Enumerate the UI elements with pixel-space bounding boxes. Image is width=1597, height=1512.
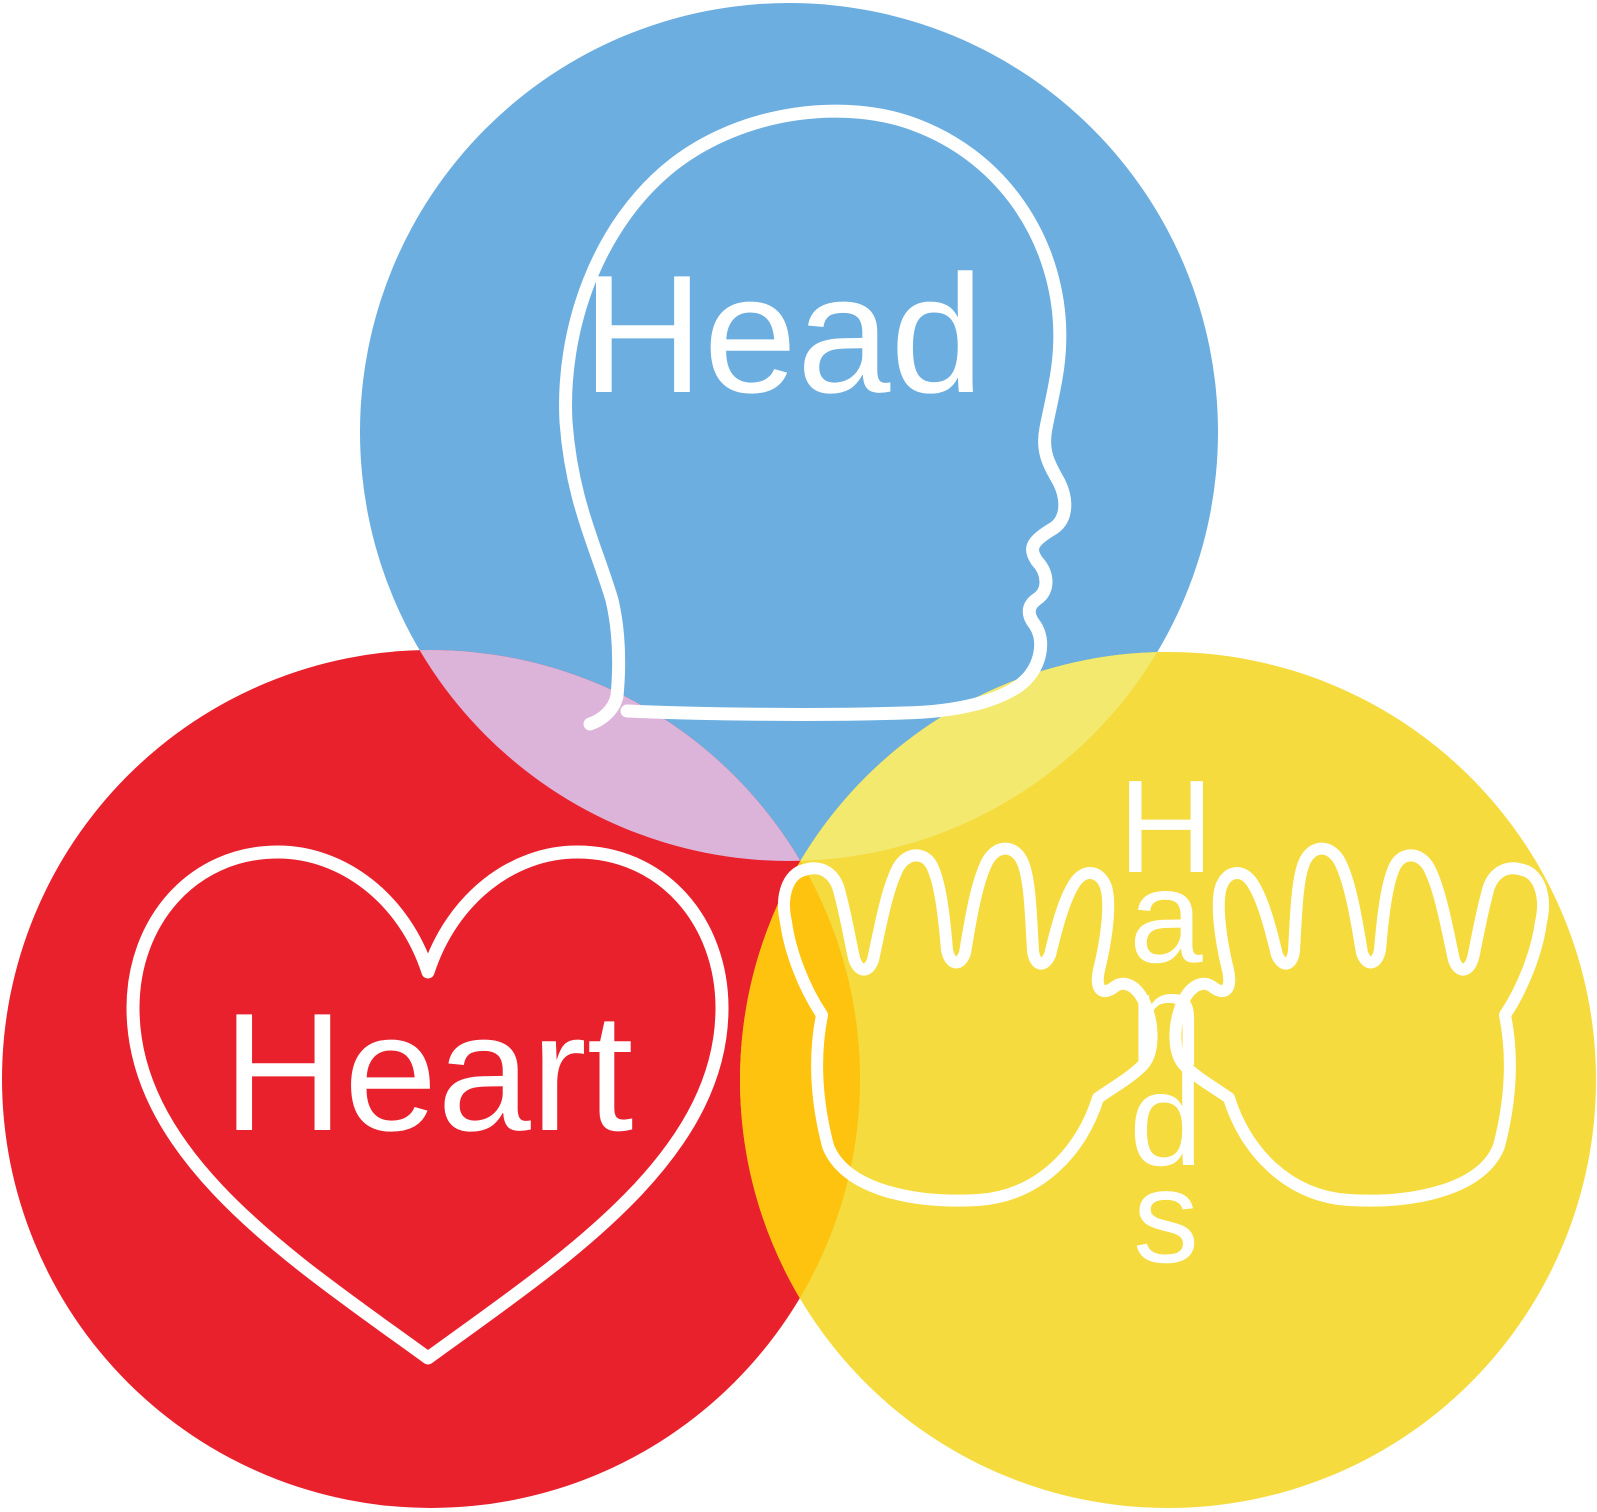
label-hands-letter-a: a bbox=[1129, 843, 1203, 990]
heart-outline bbox=[126, 845, 729, 1365]
label-hands-letter-h: H bbox=[1118, 753, 1213, 900]
label-hands-letter-d: d bbox=[1129, 1046, 1202, 1193]
label-heart: Heart bbox=[223, 978, 634, 1166]
circle-head bbox=[360, 3, 1218, 861]
label-hands-letter-n: n bbox=[1129, 946, 1202, 1093]
head-profile-outline bbox=[559, 104, 1072, 731]
circle-hands bbox=[740, 652, 1596, 1508]
label-hands-letter-s: s bbox=[1133, 1143, 1199, 1290]
label-hands-vertical: H a n d s bbox=[1118, 753, 1213, 1290]
label-head: Head bbox=[582, 240, 984, 428]
head-profile-icon bbox=[559, 104, 1072, 731]
heart-icon bbox=[126, 845, 729, 1365]
